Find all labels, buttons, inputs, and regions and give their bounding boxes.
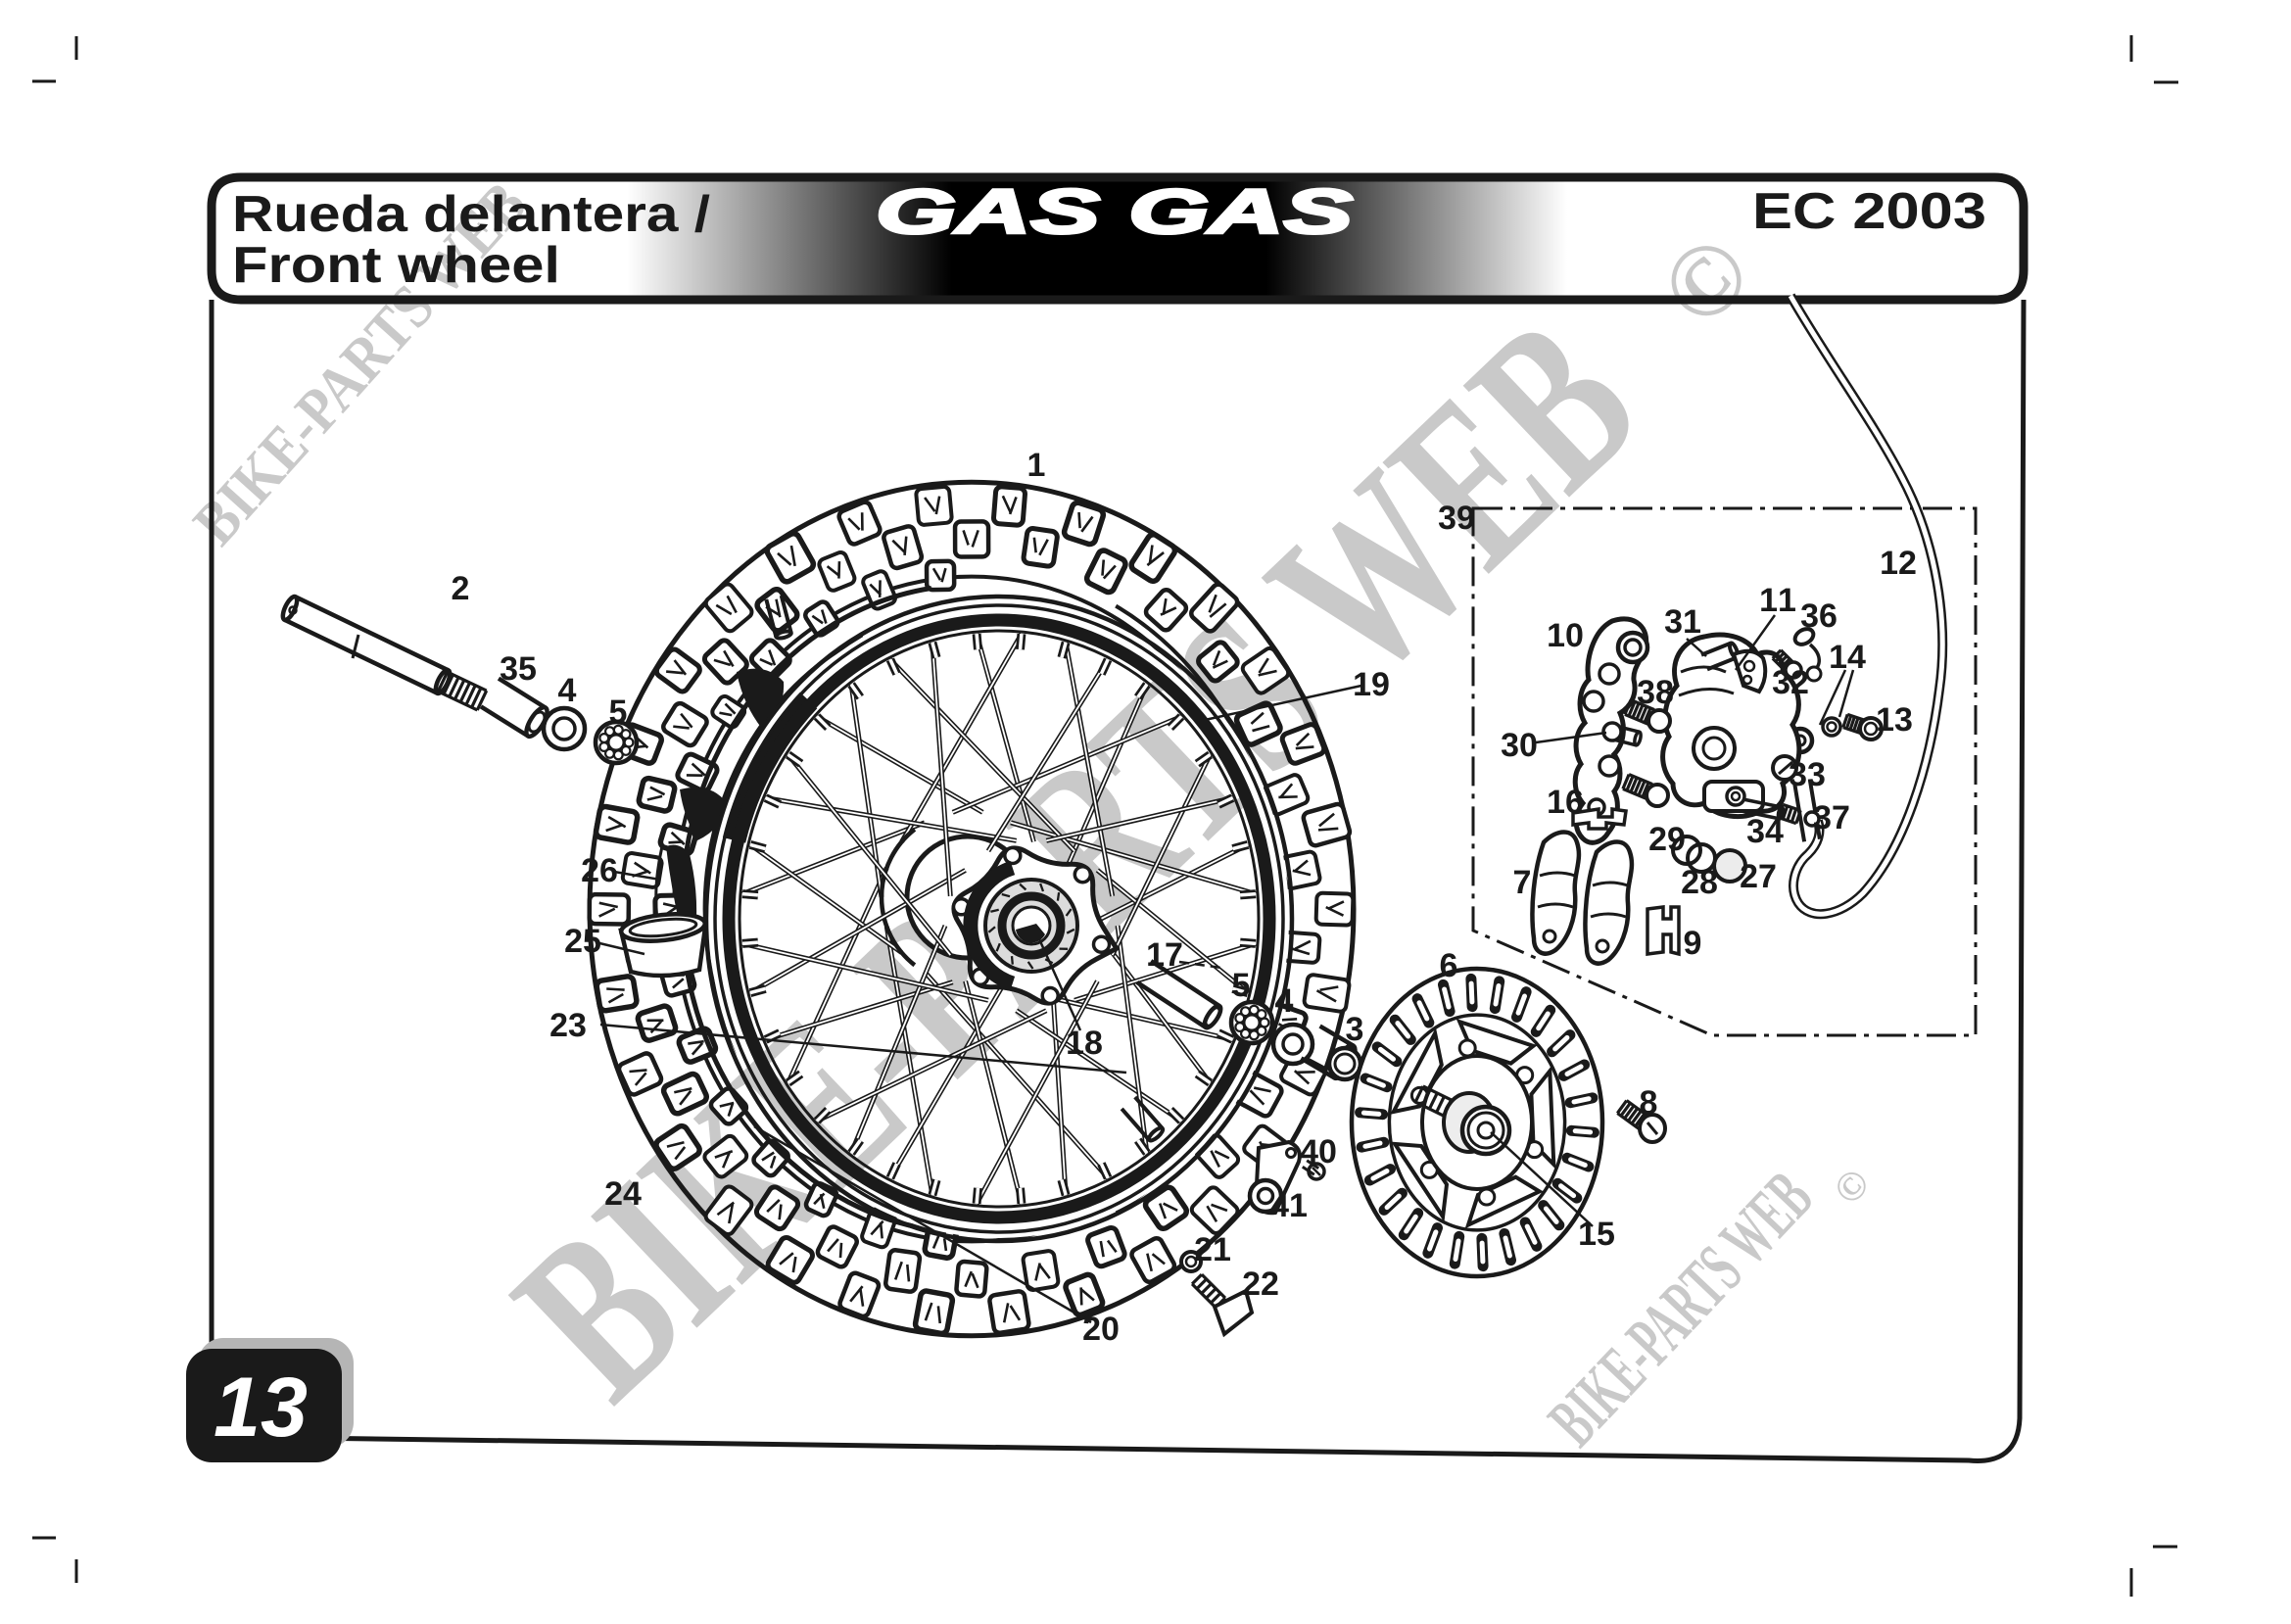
svg-text:Rueda delantera /: Rueda delantera / <box>232 186 710 243</box>
svg-text:Front wheel: Front wheel <box>232 237 560 294</box>
svg-text:EC 2003: EC 2003 <box>1752 183 1986 240</box>
svg-text:GAS GAS: GAS GAS <box>876 176 1354 247</box>
svg-text:13: 13 <box>214 1361 308 1455</box>
